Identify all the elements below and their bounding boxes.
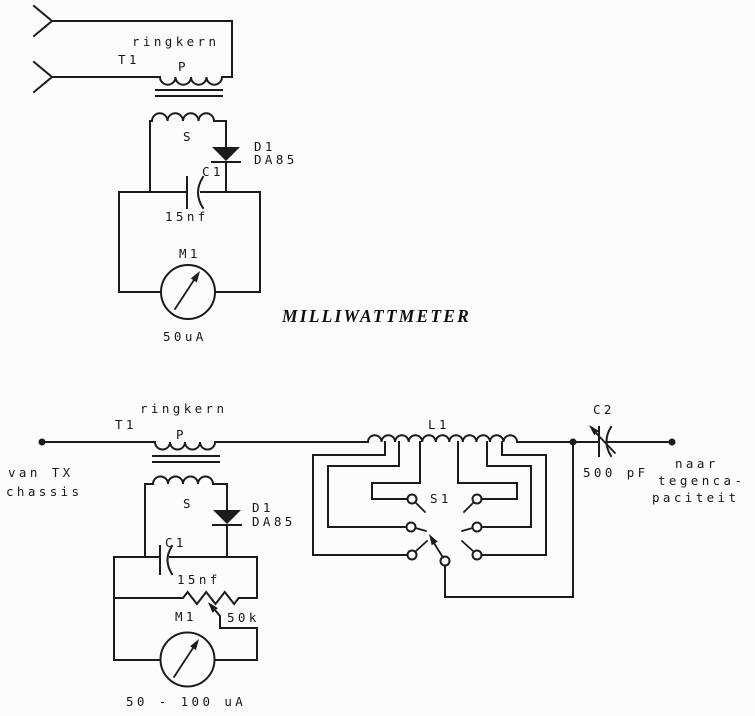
antenna-connector-icon — [32, 4, 54, 38]
label-d1-part-bottom: DA85 — [252, 514, 296, 529]
capacitor-plate-curved-icon — [166, 544, 174, 576]
label-c1-value-top: 15nf — [165, 209, 209, 224]
meter-m1 — [160, 264, 216, 320]
top-circuit: ringkern T1 P S D1 DA85 C1 15nf M1 50uA — [32, 4, 298, 344]
primary-winding-t1 — [51, 76, 233, 86]
diode-anode-triangle-icon — [212, 147, 240, 161]
label-c2: C2 — [593, 402, 615, 417]
diode-d1-bottom — [212, 510, 242, 558]
capacitor-c1-bottom — [159, 544, 174, 576]
label-ringkern-bottom: ringkern — [140, 401, 227, 416]
switch-contact — [471, 521, 483, 533]
meter-needle-arrowhead-icon — [190, 271, 200, 283]
secondary-winding-t1-bottom — [144, 475, 228, 558]
label-s1: S1 — [430, 491, 452, 506]
label-d1-top: D1 — [254, 139, 276, 154]
coil-tap-wires — [312, 441, 547, 556]
resistor-zigzag-icon — [113, 590, 258, 606]
transformer-core-icon — [152, 455, 220, 463]
label-output-line3: paciteit — [652, 490, 739, 505]
secondary-winding-t1 — [149, 112, 227, 193]
label-l1: L1 — [428, 417, 450, 432]
variable-adjust-arrowhead-icon — [589, 425, 599, 436]
label-input-line2: chassis — [6, 484, 82, 499]
label-ringkern-top: ringkern — [132, 34, 219, 49]
label-secondary-top: S — [183, 129, 194, 144]
label-m1-range-bottom: 50 - 100 uA — [126, 694, 246, 709]
tap-wire — [312, 441, 409, 556]
tap-wire — [327, 441, 408, 528]
tap-wire — [457, 441, 518, 500]
label-primary-bottom: P — [176, 427, 187, 442]
inductor-l1-winding — [366, 434, 519, 444]
tap-wire — [480, 441, 532, 528]
label-t1-top: T1 — [118, 52, 140, 67]
meter-body-icon — [160, 264, 216, 320]
switch-contact — [405, 521, 417, 533]
label-primary-top: P — [178, 59, 189, 74]
label-m1-top: M1 — [179, 246, 201, 261]
label-output-line2: tegenca- — [658, 473, 745, 488]
switch-contact — [406, 493, 418, 505]
rotary-switch-s1 — [405, 441, 574, 598]
contact-stub — [414, 501, 475, 553]
tap-wire — [480, 441, 547, 556]
schematic-title: MILLIWATTMETER — [281, 306, 471, 326]
variable-capacitor-c2 — [589, 425, 616, 458]
antenna-connector-icon — [32, 60, 54, 94]
bottom-circuit: ringkern T1 P van TX chassis S D1 DA85 C… — [6, 401, 745, 709]
label-d1-bottom: D1 — [252, 500, 274, 515]
label-m1-bottom: M1 — [175, 609, 197, 624]
switch-wiper-arrowhead-icon — [429, 534, 438, 546]
variable-adjust-arrow — [595, 432, 616, 454]
label-c1-value-bottom: 15nf — [177, 572, 221, 587]
potentiometer-50k — [113, 590, 258, 661]
switch-wiper — [433, 542, 444, 559]
pole-return-wire — [444, 441, 574, 598]
label-c2-value: 500 pF — [583, 465, 649, 480]
label-m1-range-top: 50uA — [163, 329, 207, 344]
switch-contact — [471, 493, 483, 505]
meter-needle-icon — [174, 279, 195, 310]
label-secondary-bottom: S — [183, 496, 194, 511]
capacitor-plate-curved-icon — [197, 175, 205, 210]
label-input-line1: van TX — [8, 465, 74, 480]
meter-loop-wire — [118, 191, 261, 293]
wiper-lead — [213, 608, 258, 661]
switch-pole-contact — [439, 555, 451, 567]
primary-winding-t1-bottom — [153, 440, 217, 451]
diode-d1 — [211, 147, 241, 193]
label-pot-value: 50k — [227, 610, 260, 625]
transformer-core-icon — [155, 89, 223, 97]
tap-wire — [371, 441, 421, 500]
diode-anode-triangle-icon — [213, 510, 241, 524]
primary-loop-wire — [51, 20, 233, 78]
label-c1-top: C1 — [202, 164, 224, 179]
junction-dot — [569, 438, 577, 446]
switch-contact — [406, 549, 418, 561]
label-d1-part-top: DA85 — [254, 152, 298, 167]
meter-m1-bottom — [159, 631, 216, 688]
output-terminal-dot — [668, 438, 676, 446]
label-c1-bottom: C1 — [165, 535, 187, 550]
switch-contact — [471, 549, 483, 561]
label-t1-bottom: T1 — [115, 417, 137, 432]
label-output-line1: naar — [675, 456, 719, 471]
meter-body-icon — [159, 631, 216, 688]
detector-loop-wire — [113, 556, 258, 661]
meter-needle-icon — [173, 647, 194, 678]
meter-needle-arrowhead-icon — [190, 639, 199, 651]
